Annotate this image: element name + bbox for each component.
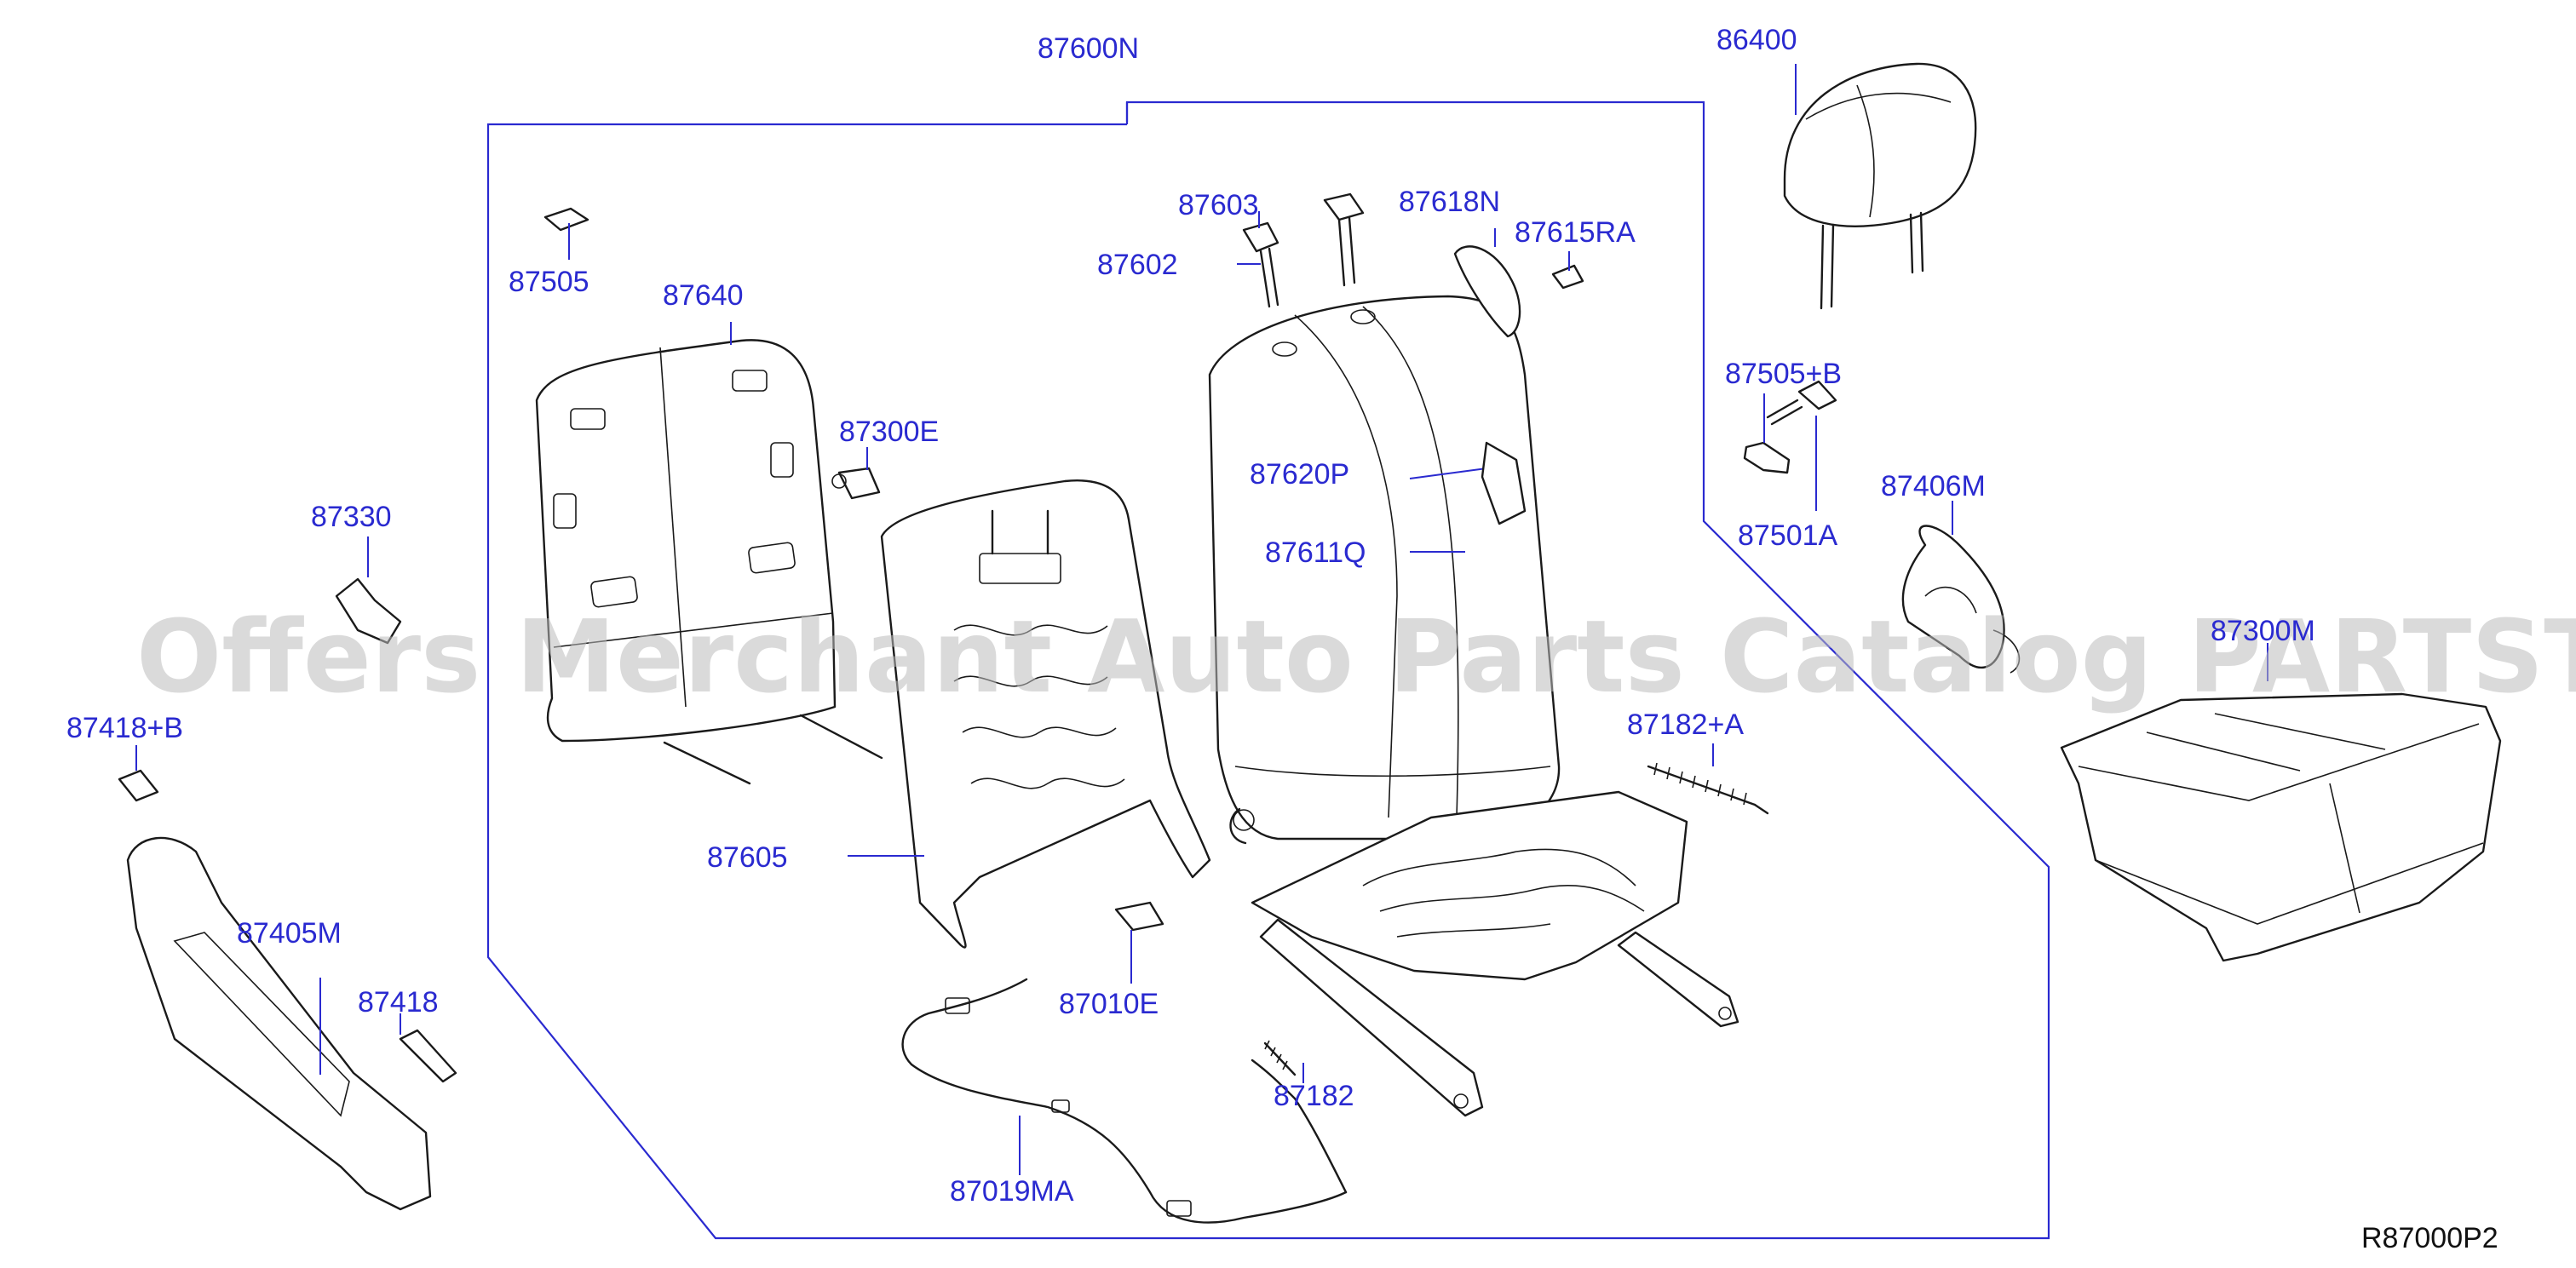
label-87618N[interactable]: 87618N — [1399, 186, 1500, 218]
side-trim-87405M[interactable] — [126, 836, 432, 1211]
label-87182[interactable]: 87182 — [1274, 1080, 1354, 1112]
clip-87505[interactable] — [543, 207, 589, 232]
connector-87300E[interactable] — [831, 467, 881, 500]
back-board-87640[interactable] — [535, 339, 883, 785]
side-cover-87406M[interactable] — [1901, 525, 2021, 674]
seat-back-frame-87605[interactable] — [880, 479, 1211, 949]
clip-87418[interactable] — [399, 1029, 457, 1083]
headrest-86400[interactable] — [1783, 62, 1977, 310]
wiring-harness-87019MA[interactable] — [901, 978, 1348, 1224]
label-87600N[interactable]: 87600N — [1038, 32, 1139, 65]
spring-87182[interactable] — [1263, 1040, 1297, 1076]
bracket-87505B[interactable] — [1743, 441, 1791, 474]
clip-87330[interactable] — [335, 577, 402, 645]
label-87300E[interactable]: 87300E — [839, 416, 939, 448]
label-87501A[interactable]: 87501A — [1738, 519, 1838, 552]
seat-cushion-87300M[interactable] — [2060, 692, 2502, 962]
seat-frame-lower[interactable] — [1229, 790, 1739, 1117]
label-87405M[interactable]: 87405M — [237, 917, 342, 950]
connector-87010E[interactable] — [1114, 901, 1164, 932]
clip-87418B[interactable] — [118, 769, 159, 802]
label-87505B[interactable]: 87505+B — [1725, 358, 1842, 390]
seat-back-87620P[interactable] — [1208, 295, 1561, 841]
label-87605[interactable]: 87605 — [707, 841, 788, 874]
cap-87615RA[interactable] — [1551, 264, 1584, 290]
watermark: Offers Merchant Auto Parts Catalog PARTS… — [136, 598, 2576, 715]
label-87330[interactable]: 87330 — [311, 501, 392, 533]
label-87640[interactable]: 87640 — [663, 279, 744, 312]
headrest-guide-87618N[interactable] — [1323, 192, 1365, 287]
bolt-87501A[interactable] — [1766, 380, 1837, 426]
lumbar-pad-87611Q[interactable] — [1481, 441, 1527, 525]
label-87418[interactable]: 87418 — [358, 986, 439, 1018]
assembly-bracket-87600N — [486, 100, 2050, 1240]
label-87418B[interactable]: 87418+B — [66, 712, 183, 744]
label-87611Q[interactable]: 87611Q — [1265, 536, 1366, 569]
label-87505[interactable]: 87505 — [509, 266, 589, 298]
label-87300M[interactable]: 87300M — [2211, 615, 2315, 647]
label-86400[interactable]: 86400 — [1716, 24, 1797, 56]
label-87603[interactable]: 87603 — [1178, 189, 1259, 221]
label-87620P[interactable]: 87620P — [1250, 458, 1349, 491]
spring-87182A[interactable] — [1647, 762, 1769, 815]
label-87010E[interactable]: 87010E — [1059, 988, 1159, 1020]
knob-87615RA[interactable] — [1453, 245, 1521, 338]
label-87602[interactable]: 87602 — [1097, 249, 1178, 281]
label-87019MA[interactable]: 87019MA — [950, 1175, 1074, 1208]
label-87406M[interactable]: 87406M — [1881, 470, 1986, 502]
label-87182A[interactable]: 87182+A — [1627, 709, 1744, 741]
reference-code: R87000P2 — [2361, 1222, 2498, 1254]
headrest-guide-87603[interactable] — [1242, 221, 1279, 308]
label-87615RA[interactable]: 87615RA — [1515, 216, 1636, 249]
